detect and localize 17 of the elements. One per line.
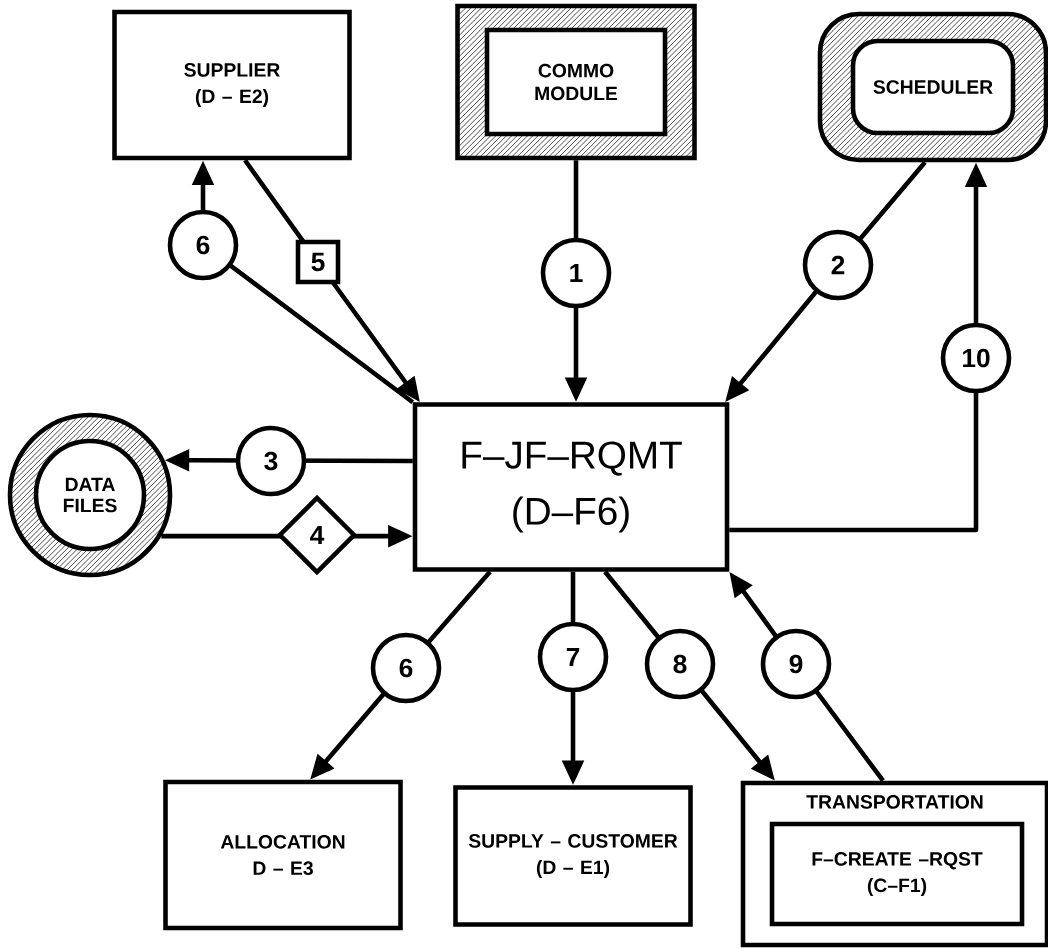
entity-box: ALLOCATION D – E3 [163,779,403,931]
edge-label: 9 [760,628,832,700]
edge-label: 5 [295,239,341,285]
process-box: F–JF–RQMT (D–F6) [412,402,730,572]
edge-label: 1 [540,237,612,309]
edge-label: 6 [370,632,442,704]
entity-box: SUPPLY – CUSTOMER (D – E1) [453,785,693,927]
hatched-rounded-box: SCHEDULER [817,11,1048,163]
edge-label: 8 [644,628,716,700]
edge-label: 6 [167,209,239,281]
entity-box: SUPPLIER (D – E2) [112,9,352,161]
hatched-module-box: COMMO MODULE [455,3,697,161]
edge-label: 3 [235,425,307,497]
edge-label: 7 [537,621,609,693]
process-box: F–CREATE –RQST (C–F1) [769,821,1025,927]
edge-label: 2 [802,229,874,301]
edge-label: 10 [940,322,1012,394]
